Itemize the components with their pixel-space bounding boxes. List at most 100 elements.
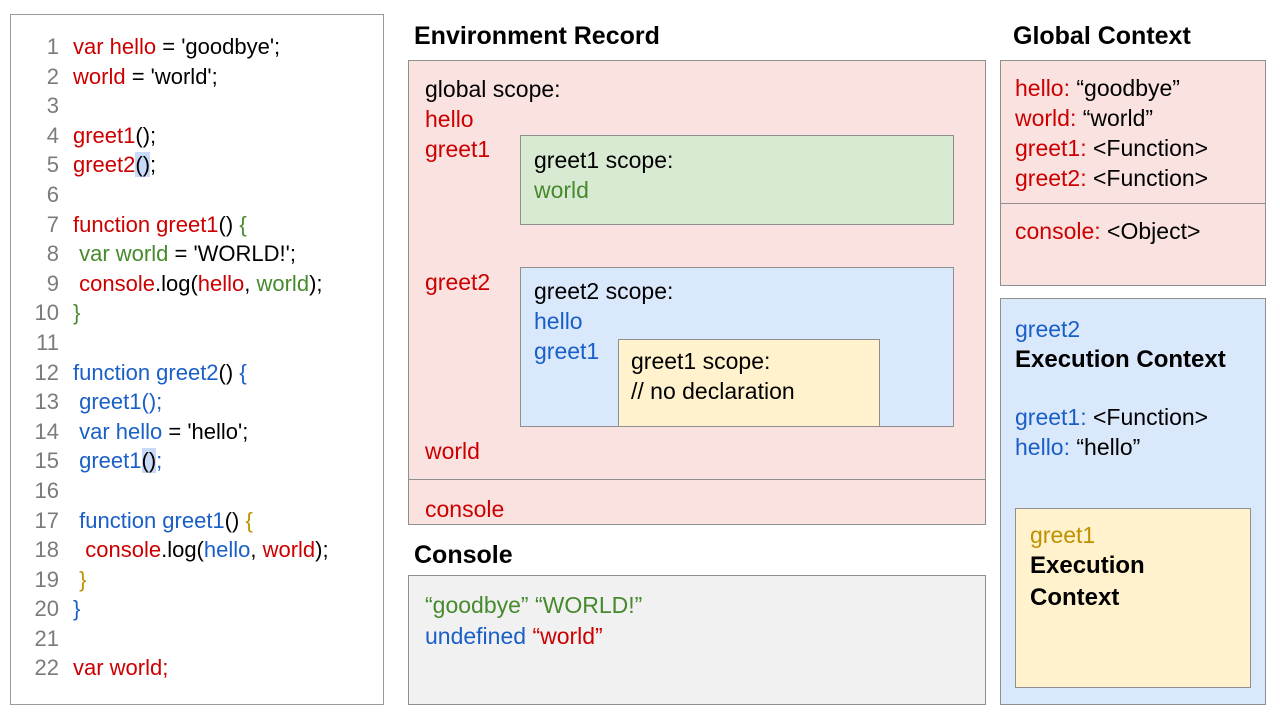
env-var-console: console [425, 496, 505, 522]
environment-record-divider [409, 479, 985, 480]
global-context-entries: hello: “goodbye”world: “world”greet1: <F… [1015, 73, 1251, 193]
code-line: 6 [23, 180, 377, 210]
entry-value: <Function> [1086, 165, 1209, 191]
entry-value: “hello” [1069, 434, 1141, 460]
code-token: = 'WORLD!'; [168, 241, 296, 267]
context-entry: greet1: <Function> [1015, 133, 1251, 163]
line-number: 17 [34, 507, 59, 533]
code-text: var world; [73, 653, 168, 683]
env-var-greet2: greet2 [425, 269, 491, 295]
greet2-scope-box: greet2 scope: hello greet1 greet1 scope:… [520, 267, 954, 427]
code-token: , [244, 270, 257, 296]
entry-value: “world” [1076, 105, 1154, 131]
code-token: greet1 [79, 448, 142, 474]
code-token: greet1(); [73, 389, 163, 415]
code-text: greet1(); [73, 387, 162, 417]
inner-greet1-scope-comment: // no declaration [631, 378, 795, 404]
code-token: “goodbye” [425, 592, 529, 618]
code-line: 14 var hello = 'hello'; [23, 417, 377, 447]
code-line: 8 var world = 'WORLD!'; [23, 239, 377, 269]
global-scope-label: global scope: [425, 76, 561, 102]
line-number: 12 [34, 359, 59, 385]
greet2-scope-var-hello: hello [534, 308, 583, 334]
global-context-console-entries: console: <Object> [1015, 216, 1251, 246]
context-entry: world: “world” [1015, 103, 1251, 133]
global-context-box: hello: “goodbye”world: “world”greet1: <F… [1000, 60, 1266, 286]
console-output-line: “goodbye” “WORLD!” [425, 590, 969, 621]
spacer [425, 225, 969, 267]
code-text: } [73, 565, 86, 595]
entry-label: world: [1015, 105, 1077, 131]
code-token: () [218, 211, 240, 237]
entry-label: hello: [1015, 75, 1070, 101]
line-number: 21 [34, 625, 59, 651]
context-entry: greet1: <Function> [1015, 402, 1251, 432]
code-token: hello [197, 270, 245, 296]
line-number: 5 [46, 152, 59, 178]
entry-label: hello: [1015, 434, 1070, 460]
code-token: () [218, 359, 240, 385]
code-token: , [250, 537, 263, 563]
code-token: var world [79, 241, 169, 267]
code-text: function greet1() { [73, 506, 253, 536]
greet2-execution-context-box: greet2 Execution Context greet1: <Functi… [1000, 298, 1266, 705]
code-token: .log( [154, 270, 198, 296]
code-token: world [256, 270, 310, 296]
console-title: Console [414, 541, 513, 569]
code-line: 20} [23, 594, 377, 624]
line-number: 16 [34, 477, 59, 503]
greet1-execution-context-box: greet1 Execution Context [1015, 508, 1251, 688]
code-token: greet2 [73, 152, 136, 178]
code-line: 18 console.log(hello, world); [23, 535, 377, 565]
code-token: ); [315, 537, 329, 563]
line-number: 15 [34, 448, 59, 474]
global-context-divider [1001, 203, 1265, 204]
code-line: 19 } [23, 565, 377, 595]
env-var-world: world [425, 438, 480, 464]
entry-value: “goodbye” [1069, 75, 1180, 101]
code-token: () [135, 152, 151, 178]
greet2-scope-var-greet1: greet1 [534, 338, 600, 364]
line-number: 9 [46, 270, 59, 296]
code-token: ; [156, 448, 163, 474]
code-line: 11 [23, 328, 377, 358]
line-number: 19 [34, 566, 59, 592]
code-text: function greet1() { [73, 210, 247, 240]
code-token: function greet1 [79, 507, 225, 533]
code-text: } [73, 298, 80, 328]
code-text: world = 'world'; [73, 62, 218, 92]
code-line: 16 [23, 476, 377, 506]
execution-context-name: greet1 [1030, 522, 1096, 548]
code-token: = 'hello'; [162, 418, 249, 444]
environment-record-title: Environment Record [414, 22, 660, 50]
code-token: = 'goodbye'; [156, 34, 281, 59]
greet2-scope-title: greet2 scope: [534, 278, 674, 304]
code-line: 3 [23, 91, 377, 121]
execution-context-title: Execution Context [1015, 346, 1226, 373]
context-entry: greet2: <Function> [1015, 163, 1251, 193]
context-entry: hello: “goodbye” [1015, 73, 1251, 103]
line-number: 22 [34, 655, 59, 681]
code-text: var world = 'WORLD!'; [73, 239, 296, 269]
line-number: 1 [46, 34, 59, 59]
line-number: 13 [34, 389, 59, 415]
code-token: { [245, 507, 253, 533]
line-number: 14 [34, 418, 59, 444]
code-token: function greet1 [73, 211, 219, 237]
code-token: world [73, 63, 126, 89]
code-token: “world” [532, 623, 603, 649]
env-var-greet1: greet1 [425, 136, 491, 162]
line-number: 20 [34, 596, 59, 622]
code-line: 15 greet1(); [23, 446, 377, 476]
code-text: greet1(); [73, 121, 156, 151]
code-token: ; [150, 152, 157, 178]
code-token: hello [203, 537, 251, 563]
code-text: } [73, 594, 80, 624]
execution-context-title: Execution Context [1030, 552, 1145, 611]
context-entry: console: <Object> [1015, 216, 1251, 246]
